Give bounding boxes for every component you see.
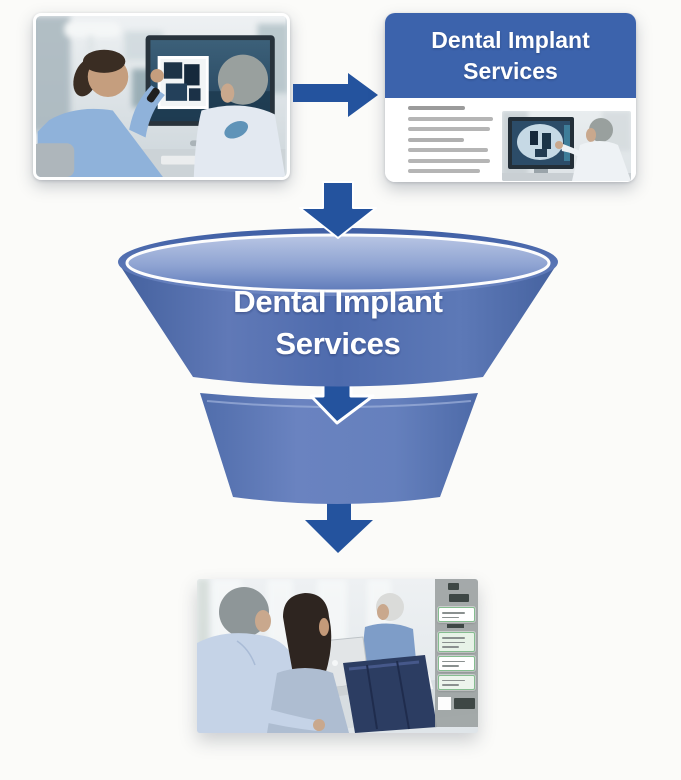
dentist-man: [555, 118, 631, 181]
consultation-xray-scene: [36, 16, 287, 177]
arrow-right-icon: [293, 73, 378, 117]
placeholder-text-line: [408, 116, 493, 121]
funnel-label-line-2: Services: [275, 326, 400, 361]
overlay-card-line: [442, 612, 466, 614]
service-card-body: [385, 98, 636, 182]
overlay-white-box: [438, 696, 451, 710]
photo-consultation-plan: [197, 579, 478, 733]
overlay-card-line: [442, 641, 466, 643]
overlay-card: [438, 607, 475, 622]
arrow-down-icon-top: [299, 181, 377, 239]
overlay-divider: [447, 624, 464, 628]
overlay-bottom-row: [438, 696, 475, 710]
funnel-label-line-1: Dental Implant: [233, 284, 442, 319]
overlay-badge: [448, 583, 459, 590]
overlay-card: [438, 674, 475, 690]
funnel-rim-inner: [125, 233, 551, 293]
overlay-card-line: [442, 679, 466, 681]
placeholder-text-line: [408, 127, 490, 131]
service-card-title: Dental Implant Services: [431, 27, 590, 84]
placeholder-text-line: [408, 158, 490, 163]
chair-armrest: [36, 143, 75, 177]
overlay-card-line: [442, 637, 466, 639]
overlay-cards: [438, 607, 475, 690]
arrow-down-icon-exit: [305, 497, 373, 553]
overlay-card-line: [442, 616, 459, 618]
service-card: Dental Implant Services: [385, 13, 636, 182]
card-photo-dentist-xray: [502, 111, 631, 181]
overlay-card: [438, 655, 475, 671]
overlay-panel: [435, 579, 478, 727]
dentist-xray-scene: [502, 111, 631, 181]
placeholder-text-line: [408, 169, 480, 173]
placeholder-text-line: [408, 137, 464, 142]
consultation-plan-scene: [197, 579, 478, 733]
funnel-diagram: Dental Implant Services: [118, 181, 558, 553]
card-text-bars: [408, 106, 493, 173]
service-card-header: Dental Implant Services: [385, 13, 636, 98]
patient-man: [193, 54, 286, 177]
placeholder-text-line: [408, 106, 465, 110]
funnel-segment-upper: [119, 264, 557, 387]
patient-man-arm: [251, 705, 325, 731]
overlay-button: [449, 594, 469, 602]
overlay-button-2: [454, 697, 475, 709]
placeholder-text-line: [408, 148, 488, 152]
desk: [502, 173, 631, 181]
overlay-card: [438, 632, 475, 652]
chair: [343, 655, 437, 733]
overlay-card-line: [442, 665, 459, 667]
overlay-card-line: [442, 646, 459, 648]
monitor-with-xray: [508, 117, 574, 176]
overlay-card-line: [442, 684, 459, 686]
photo-consultation-xray: [33, 13, 290, 180]
overlay-card-line: [442, 660, 466, 662]
